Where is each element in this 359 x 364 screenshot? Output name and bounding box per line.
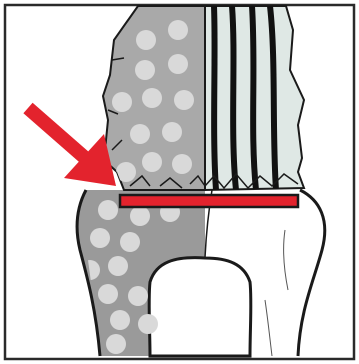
intercondylar-notch: [149, 258, 251, 356]
joint-line-marker: [120, 195, 298, 207]
